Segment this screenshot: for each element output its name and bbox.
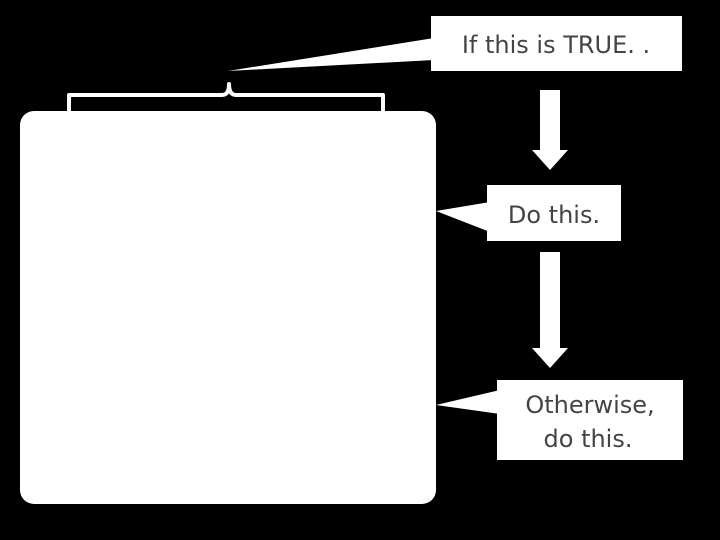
condition-bracket: [67, 82, 385, 111]
otherwise-callout-text-line2: do this.: [544, 425, 633, 453]
down-arrow-icon: [532, 252, 568, 368]
otherwise-callout: [497, 380, 683, 460]
condition-callout-pointer: [228, 38, 434, 71]
condition-callout: [431, 16, 682, 71]
then-callout-pointer: [436, 202, 490, 232]
otherwise-callout-pointer: [436, 390, 500, 414]
condition-callout-text: If this is TRUE. .: [462, 31, 650, 59]
then-callout: [487, 185, 621, 241]
code-panel: [20, 111, 436, 504]
down-arrow-icon: [532, 90, 568, 170]
otherwise-callout-text-line1: Otherwise,: [525, 391, 654, 419]
then-callout-text: Do this.: [508, 201, 600, 229]
